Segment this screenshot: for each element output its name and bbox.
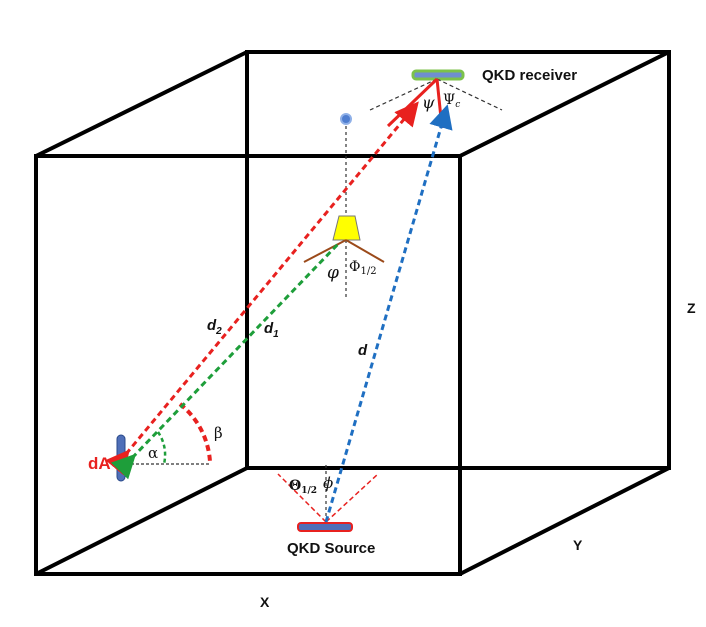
room-box bbox=[34, 50, 671, 576]
lamp bbox=[303, 215, 385, 263]
phi-small-label: ϕ bbox=[323, 474, 333, 492]
axis-x-label: X bbox=[260, 594, 270, 610]
detector-dA bbox=[116, 402, 212, 482]
theta-half-label: Θ1/2 bbox=[289, 478, 317, 496]
edge-top-right bbox=[459, 50, 670, 158]
path-d2 bbox=[105, 101, 419, 476]
edge-bottom-right bbox=[459, 466, 670, 576]
psi-c-label: Ψc bbox=[443, 92, 460, 110]
source-label: QKD Source bbox=[287, 540, 375, 557]
path-d bbox=[324, 104, 453, 523]
d1-label: d1 bbox=[264, 320, 279, 340]
qkd-source bbox=[277, 462, 379, 532]
ceiling-point bbox=[340, 113, 352, 125]
axis-z-label: Z bbox=[687, 300, 696, 316]
dA-label: dA bbox=[88, 454, 111, 473]
alpha-label: α bbox=[148, 444, 158, 462]
d2-label: d2 bbox=[207, 317, 222, 337]
varphi-label: φ bbox=[327, 263, 339, 283]
path-d1 bbox=[110, 240, 342, 480]
edge-top-left bbox=[35, 50, 248, 158]
edge-bottom-left bbox=[35, 466, 248, 576]
phi-half-label: Φ1/2 bbox=[349, 259, 377, 277]
psi-label: ψ bbox=[422, 93, 435, 112]
axis-y-label: Y bbox=[573, 537, 583, 553]
beta-label: β bbox=[214, 424, 223, 442]
receiver-label: QKD receiver bbox=[482, 67, 577, 84]
d-label: d bbox=[358, 342, 368, 359]
